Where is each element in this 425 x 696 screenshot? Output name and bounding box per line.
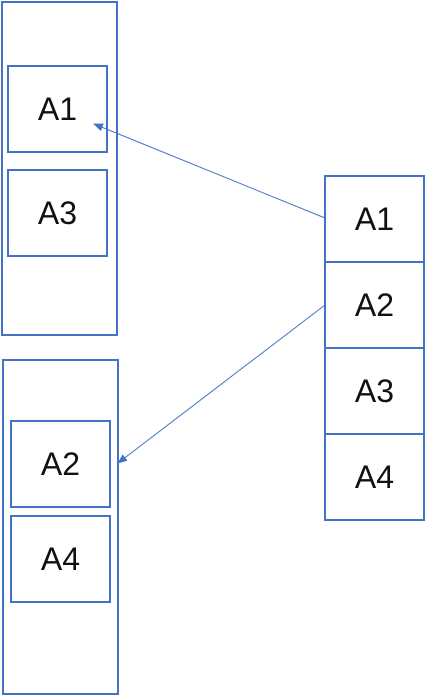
bottom-group-item-a4-label: A4 bbox=[40, 540, 81, 577]
source-stack-item-a3: A3 bbox=[324, 347, 425, 435]
top-group-item-a3-label: A3 bbox=[37, 194, 78, 231]
source-stack-item-a1: A1 bbox=[324, 175, 425, 263]
top-group-item-a1-label: A1 bbox=[37, 90, 78, 127]
source-stack-item-a4: A4 bbox=[324, 433, 425, 521]
arrow-a2 bbox=[117, 304, 326, 464]
bottom-group-item-a2-label: A2 bbox=[40, 445, 81, 482]
bottom-group-item-a4: A4 bbox=[10, 515, 111, 603]
source-stack-item-a1-label: A1 bbox=[354, 200, 395, 237]
source-stack-item-a2: A2 bbox=[324, 261, 425, 349]
source-stack-item-a3-label: A3 bbox=[354, 372, 395, 409]
bottom-group-item-a2: A2 bbox=[10, 420, 111, 508]
source-stack-item-a2-label: A2 bbox=[354, 286, 395, 323]
source-stack-item-a4-label: A4 bbox=[354, 458, 395, 495]
top-group-item-a3: A3 bbox=[7, 169, 108, 257]
top-group-item-a1: A1 bbox=[7, 65, 108, 153]
arrow-a1 bbox=[93, 123, 326, 219]
